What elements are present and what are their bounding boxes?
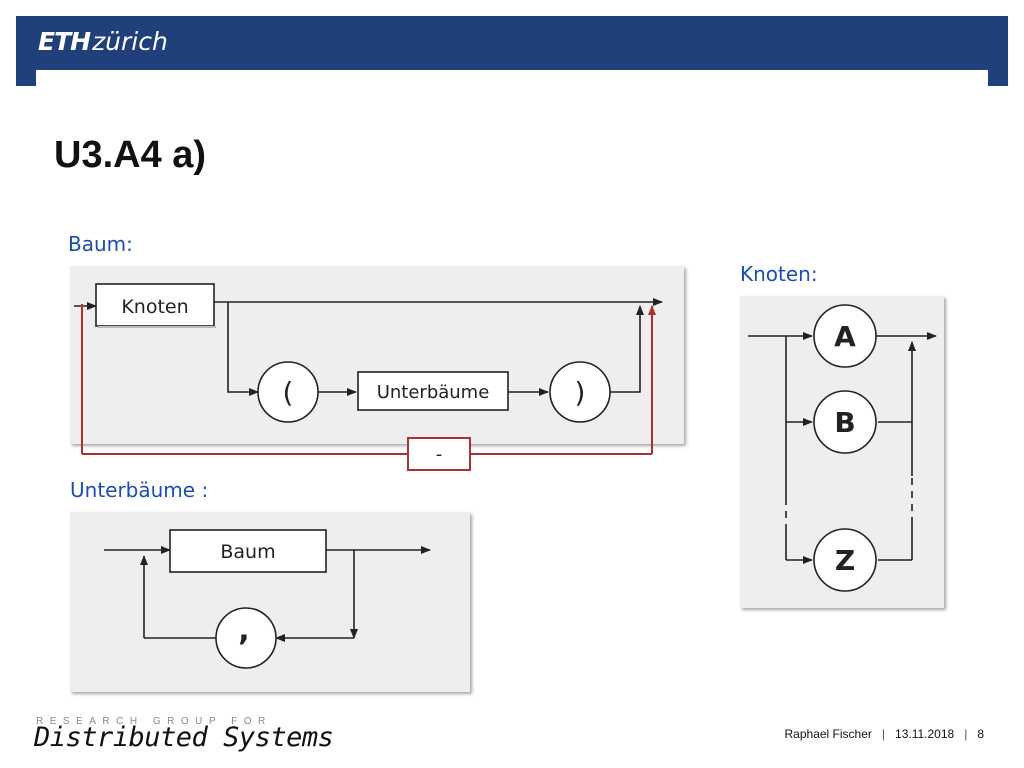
baum-box-label: Baum [220, 541, 275, 563]
eth-zurich-logo: ETHzürich [38, 26, 168, 58]
knoten-box-label: Knoten [121, 296, 188, 318]
close-paren-node: ) [549, 361, 611, 423]
baum-branch-up [610, 305, 644, 393]
comma-label: , [238, 613, 249, 648]
comma-node: , [215, 607, 277, 669]
header-bar-tab-right [988, 70, 1008, 86]
header-bar-tab-left [16, 70, 36, 86]
unterbaeume-diagram [104, 546, 431, 642]
baum-branch-down [227, 302, 259, 396]
knoten-diagram [748, 332, 937, 564]
research-group-name: Distributed Systems [34, 722, 334, 753]
slide-footer: Raphael Fischer | 13.11.2018 | 8 [785, 727, 984, 741]
unterbaeume-box-label: Unterbäume [377, 382, 490, 403]
footer-separator: | [881, 727, 886, 741]
open-paren-node: ( [257, 361, 319, 423]
node-z-label: Z [835, 544, 855, 577]
baum-box: Baum [169, 529, 327, 573]
unterbaeume-diagram-label: Unterbäume : [70, 478, 209, 502]
node-z: Z [813, 528, 877, 592]
baum-dash-loop [81, 304, 656, 455]
slide-title: U3.A4 a) [54, 134, 207, 176]
footer-page-number: 8 [977, 727, 984, 741]
knoten-box: Knoten [95, 283, 216, 328]
research-group-label: RESEARCH GROUP FOR [36, 716, 272, 727]
node-a: A [813, 304, 877, 368]
node-a-label: A [834, 320, 856, 353]
unterbaeume-box: Unterbäume [357, 371, 509, 411]
logo-zurich: zürich [92, 27, 168, 56]
knoten-diagram-label: Knoten: [740, 262, 818, 286]
footer-date: 13.11.2018 [895, 727, 955, 741]
baum-diagram-label: Baum: [68, 232, 133, 256]
node-b: B [813, 390, 877, 454]
dash-box: - [407, 437, 471, 471]
open-paren-label: ( [283, 376, 294, 409]
close-paren-label: ) [575, 376, 586, 409]
footer-separator: | [964, 727, 968, 741]
footer-author: Raphael Fischer [784, 727, 872, 741]
logo-eth: ETH [38, 27, 91, 56]
dash-box-label: - [436, 444, 443, 465]
baum-diagram [74, 298, 663, 396]
node-b-label: B [834, 406, 855, 439]
header-bar [16, 16, 1008, 70]
